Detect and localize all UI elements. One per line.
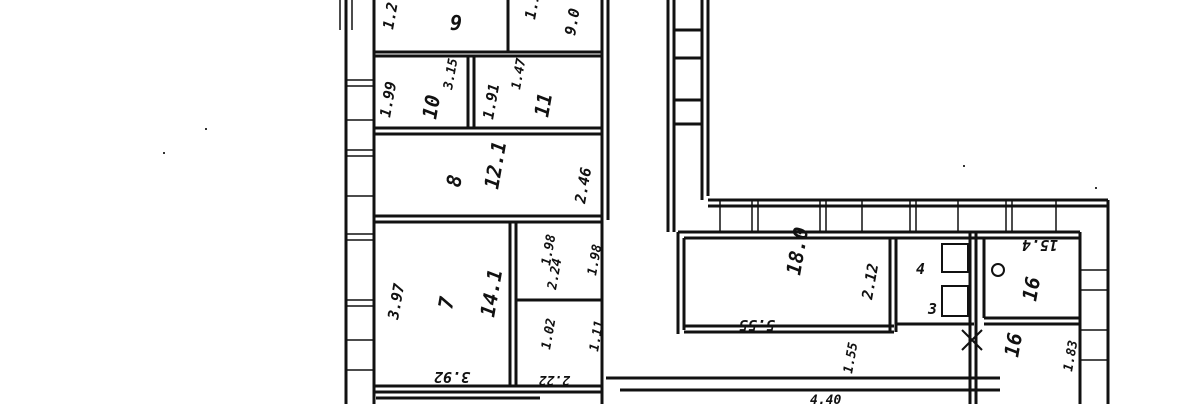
label-room7-area: 14.1	[475, 267, 507, 319]
label-room7-dim: 3.97	[384, 282, 408, 322]
corridor-walls	[666, 0, 710, 232]
right-wing-walls	[376, 198, 1110, 404]
label-room12-num: 11	[529, 91, 557, 119]
label-room11-num: 10	[417, 93, 445, 121]
label-right-dim: 1.83	[1061, 339, 1081, 373]
label-room12-dim: 1.91	[479, 82, 503, 121]
label-small-c: 1.98	[585, 243, 605, 277]
label-kitchen-b: 3	[927, 300, 937, 318]
label-kitchen-a: 4	[916, 260, 925, 278]
left-wall-windows	[339, 0, 374, 371]
left-wing-walls	[344, 0, 610, 404]
label-bottom: 4.40	[810, 393, 841, 404]
label-corridor-dim: 1.55	[841, 341, 861, 375]
label-room11-area: 3.15	[441, 57, 461, 92]
right-wall-windows	[719, 200, 1108, 361]
label-small-a: 1.98	[539, 233, 559, 267]
label-room18-width: 5.55	[739, 316, 775, 334]
label-small-d: 1.11	[587, 319, 607, 352]
label-top-d: 9.0	[561, 7, 583, 37]
label-room7-num: 7	[433, 295, 459, 311]
label-room8-area: 12.1	[479, 139, 511, 191]
label-top-c: 1.1	[521, 0, 543, 21]
label-right-num: 16	[1017, 275, 1045, 303]
label-room18-dim: 2.12	[858, 262, 882, 302]
label-room8-dim: 2.46	[571, 166, 595, 206]
label-right-area: 15.4	[1022, 236, 1058, 254]
label-small-e: 1.02	[539, 317, 559, 351]
label-top-b: 9	[450, 11, 462, 35]
label-small-f: 2.22	[539, 372, 571, 387]
label-top-a: 1.2	[379, 1, 401, 31]
label-room11-dim: 1.99	[376, 80, 400, 119]
scan-specks	[163, 128, 1097, 189]
label-room8-num: 8	[441, 173, 467, 189]
label-room12-area: 1.47	[509, 57, 529, 91]
bath-fixtures	[941, 243, 1005, 351]
label-small-b: 2.24	[545, 257, 565, 292]
label-right-num-2: 16	[999, 331, 1027, 359]
label-room7-width: 3.92	[434, 368, 471, 386]
